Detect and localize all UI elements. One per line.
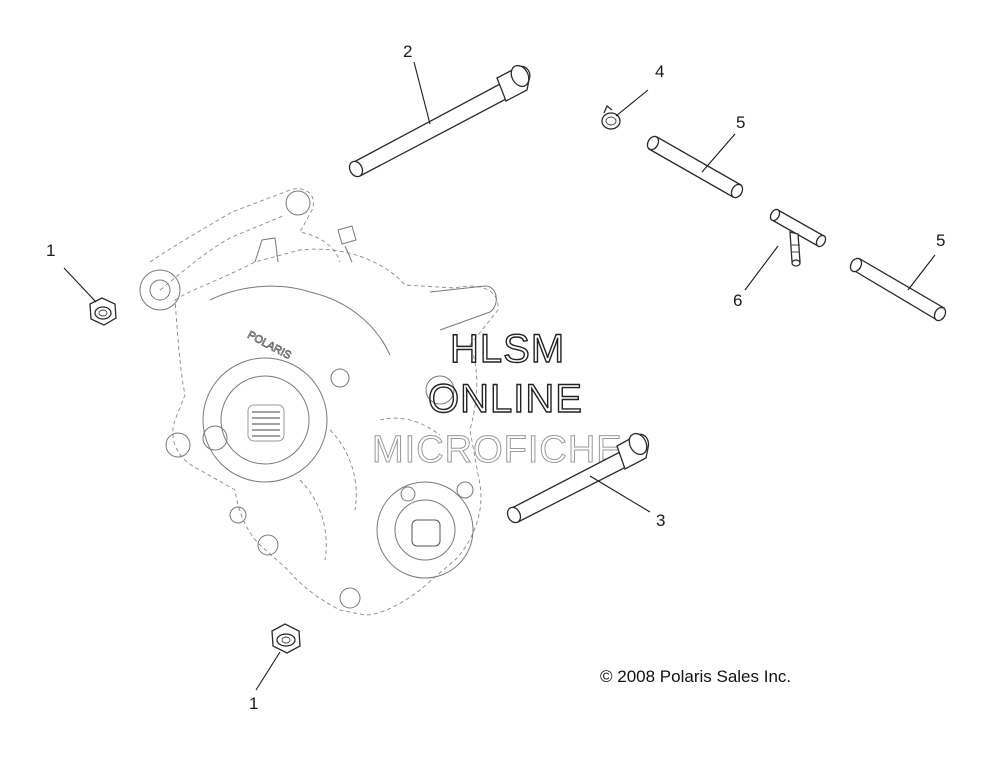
watermark-line-1: HLSM bbox=[450, 327, 565, 371]
callout-2: 2 bbox=[403, 42, 412, 61]
callout-1-top: 1 bbox=[46, 241, 55, 260]
callout-6: 6 bbox=[733, 291, 742, 310]
leader-lines bbox=[63, 61, 936, 691]
watermark: HLSM ONLINE MICROFICHE bbox=[372, 326, 623, 471]
callout-3: 3 bbox=[656, 511, 665, 530]
hose-clamp bbox=[601, 104, 621, 130]
copyright-notice: © 2008 Polaris Sales Inc. bbox=[600, 667, 791, 686]
callout-4: 4 bbox=[655, 62, 664, 81]
watermark-line-2: ONLINE bbox=[428, 377, 583, 421]
hose-right bbox=[849, 257, 947, 322]
hex-nut-bottom bbox=[271, 623, 301, 654]
callout-5-left: 5 bbox=[736, 113, 745, 132]
housing-logo-text: POLARIS bbox=[245, 329, 293, 362]
callout-5-right: 5 bbox=[936, 231, 945, 250]
tee-fitting bbox=[769, 208, 827, 267]
hex-nut-top bbox=[89, 297, 117, 326]
bolt-long-upper bbox=[348, 64, 531, 178]
watermark-line-3: MICROFICHE bbox=[372, 429, 623, 471]
hose-left bbox=[646, 135, 744, 199]
callout-1-bottom: 1 bbox=[249, 694, 258, 713]
bolt-long-lower bbox=[506, 432, 650, 524]
callouts: 1 1 2 3 4 5 5 6 bbox=[46, 42, 945, 713]
